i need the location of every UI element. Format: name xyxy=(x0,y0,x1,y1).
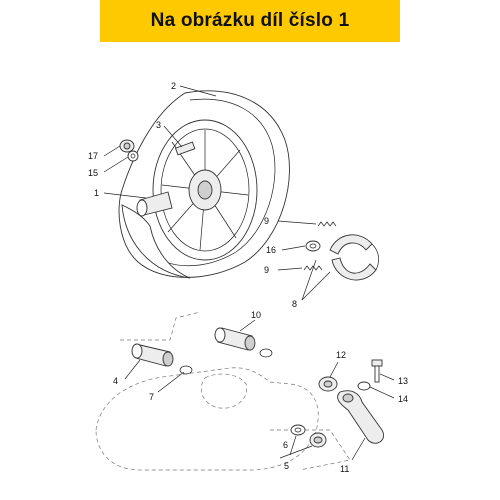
arm-part-11 xyxy=(337,390,384,444)
callout-10: 10 xyxy=(251,310,261,320)
callout-2: 2 xyxy=(171,81,176,91)
callout-17: 17 xyxy=(88,151,98,161)
washer-part-16 xyxy=(305,240,321,252)
bolt-part-13 xyxy=(371,359,383,383)
collar-part-5 xyxy=(309,432,327,448)
callout-12: 12 xyxy=(336,350,346,360)
callout-9-upper: 9 xyxy=(264,216,269,226)
brake-shoes-part-8 xyxy=(329,234,379,281)
nut-part-17 xyxy=(119,139,135,153)
callout-6: 6 xyxy=(283,440,288,450)
spring-part-9-upper xyxy=(317,221,337,227)
collar-part-10 xyxy=(214,327,273,358)
callout-11: 11 xyxy=(340,464,349,474)
callout-3: 3 xyxy=(156,120,161,130)
callout-15: 15 xyxy=(88,168,98,178)
washer-part-14 xyxy=(357,381,371,391)
callout-labels: 1 2 3 4 5 6 7 8 9 9 10 11 12 13 14 15 16… xyxy=(88,81,408,474)
callout-9-lower: 9 xyxy=(264,265,269,275)
callout-4: 4 xyxy=(113,376,118,386)
valve-part-3 xyxy=(174,141,196,156)
oring-part-7 xyxy=(179,365,193,375)
callout-16: 16 xyxy=(266,245,276,255)
rear-wheel-tire xyxy=(118,90,290,279)
banner-title: Na obrázku díl číslo 1 xyxy=(150,10,350,31)
washer-part-15 xyxy=(127,150,139,162)
callout-8: 8 xyxy=(292,299,297,309)
callout-7: 7 xyxy=(149,392,154,402)
callout-1: 1 xyxy=(94,188,99,198)
leader-lines xyxy=(103,85,395,461)
spring-part-9-lower xyxy=(303,265,323,271)
washer-part-6 xyxy=(290,424,306,436)
callout-14: 14 xyxy=(398,394,408,404)
collar-part-4 xyxy=(131,343,174,367)
washer-part-12 xyxy=(318,376,338,392)
callout-5: 5 xyxy=(284,461,289,471)
title-banner: Na obrázku díl číslo 1 xyxy=(100,0,400,42)
callout-13: 13 xyxy=(398,376,408,386)
axle-part-1 xyxy=(136,191,173,217)
